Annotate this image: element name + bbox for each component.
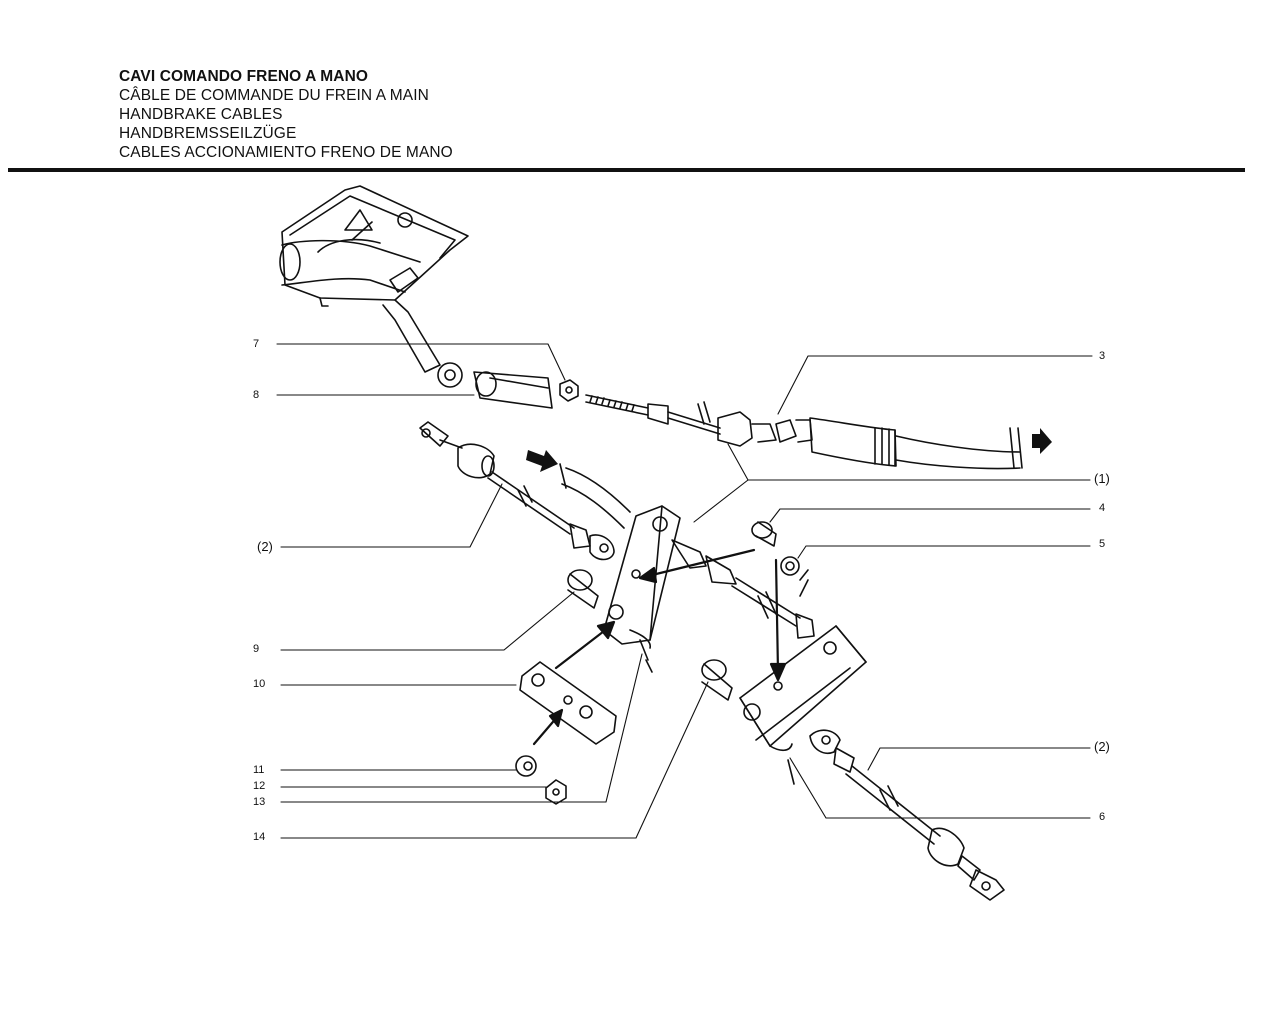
washer <box>780 556 809 581</box>
equalizer-bracket-lower <box>739 625 867 752</box>
handbrake-lever-assembly <box>279 185 469 388</box>
title-italian: CAVI COMANDO FRENO A MANO <box>119 68 369 85</box>
callout-10: 10 <box>253 678 266 690</box>
pivot-pin <box>567 569 599 609</box>
callout-9: 9 <box>253 643 260 655</box>
callout-2-left: (2) <box>257 539 273 554</box>
cotter-pin-upper <box>799 579 809 597</box>
callout-3: 3 <box>1099 350 1106 362</box>
direction-arrow-down <box>526 450 558 472</box>
callout-8: 8 <box>253 389 260 401</box>
header-rule <box>8 168 1245 172</box>
pivot-pin-lower <box>701 659 733 701</box>
callout-6: 6 <box>1099 811 1106 823</box>
lock-nut <box>545 779 567 805</box>
callout-1: (1) <box>1094 471 1110 486</box>
title-block: CAVI COMANDO FRENO A MANO CÂBLE DE COMMA… <box>119 67 453 162</box>
nut <box>559 379 579 402</box>
title-english: HANDBRAKE CABLES <box>119 106 283 123</box>
secondary-cable-left <box>419 421 615 561</box>
equalizer-plate <box>519 661 617 745</box>
washer-small <box>515 755 537 777</box>
equalizer-bracket-upper <box>603 505 681 673</box>
direction-arrow-right <box>1032 428 1052 454</box>
callout-5: 5 <box>1099 538 1106 550</box>
cotter-pin-lower <box>787 759 795 785</box>
assembly-arrows <box>532 548 787 746</box>
connecting-cable <box>671 539 815 639</box>
cable-guide-tube <box>559 463 631 529</box>
callout-4: 4 <box>1099 502 1106 514</box>
callout-7: 7 <box>253 338 260 350</box>
callout-2-right: (2) <box>1094 739 1110 754</box>
clevis-pin <box>751 521 777 547</box>
callout-12: 12 <box>253 780 266 792</box>
callout-14: 14 <box>253 831 266 843</box>
callout-13: 13 <box>253 796 266 808</box>
title-german: HANDBREMSSEILZÜGE <box>119 125 297 142</box>
callout-11: 11 <box>253 764 265 776</box>
leader-lines <box>276 343 1093 839</box>
secondary-cable-right <box>809 729 1005 901</box>
clevis-yoke <box>473 371 553 409</box>
title-spanish: CABLES ACCIONAMIENTO FRENO DE MANO <box>119 144 453 161</box>
primary-cable <box>585 394 1023 470</box>
title-french: CÂBLE DE COMMANDE DU FREIN A MAIN <box>119 87 429 104</box>
